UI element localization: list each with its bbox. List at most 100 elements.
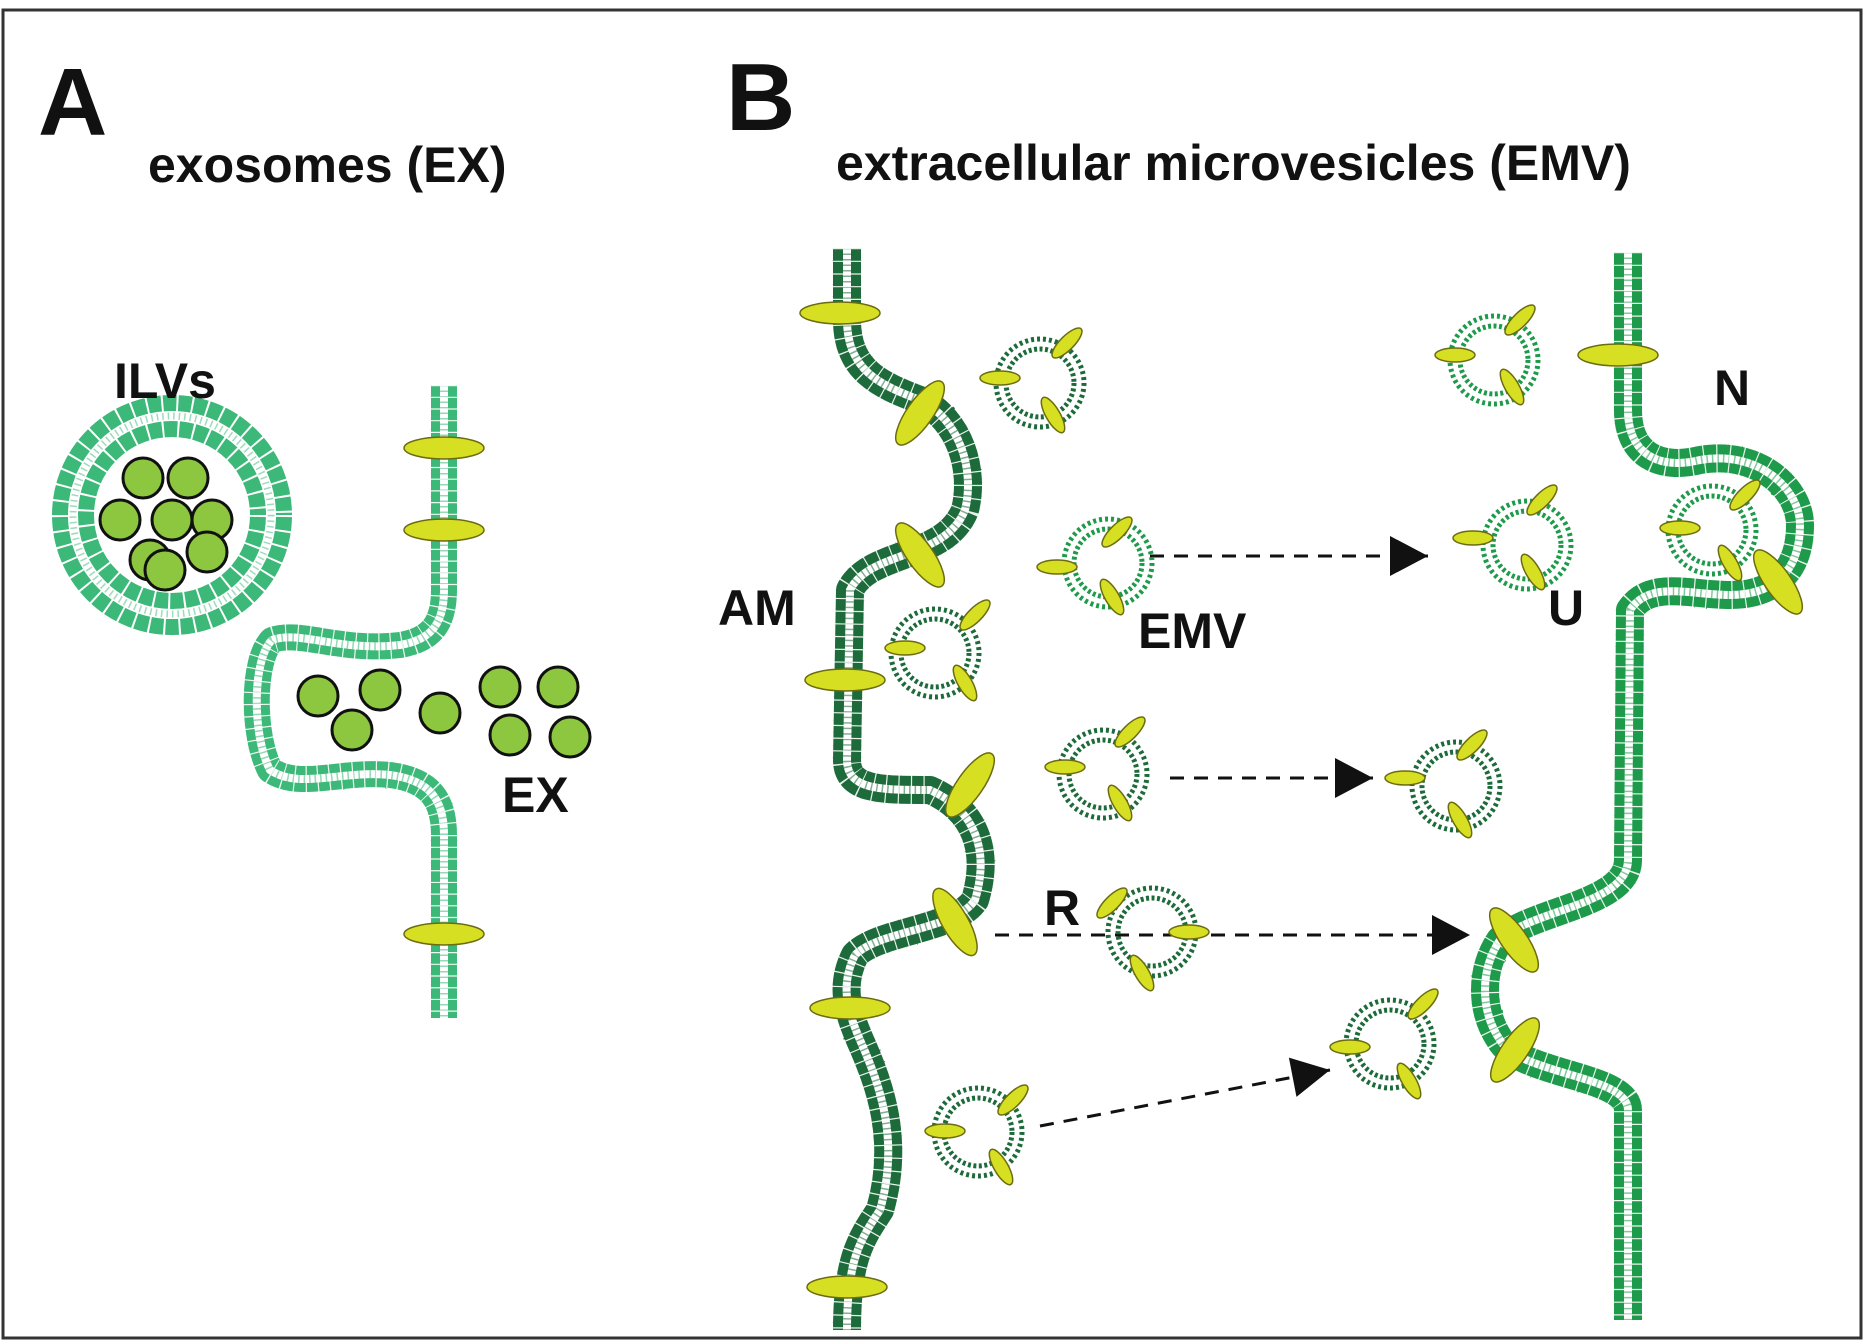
protein-icon	[1407, 988, 1439, 1020]
protein-icon	[1659, 520, 1701, 536]
cargo-layer	[98, 456, 592, 759]
emv-inner-leaflet	[1003, 346, 1077, 420]
emv-inner-leaflet	[1066, 737, 1140, 811]
protein-icon	[809, 996, 891, 1020]
ilv-leaflet-gaps	[51, 394, 293, 636]
label-n: N	[1714, 360, 1750, 416]
panel-a-title: exosomes (EX)	[148, 137, 506, 193]
protein-icon	[1036, 559, 1078, 575]
protein-icon	[403, 436, 485, 460]
protein-icon	[988, 1148, 1014, 1186]
cargo-sphere-icon	[185, 530, 229, 574]
protein-icon	[1452, 530, 1494, 546]
membrane-panel-a-tails	[252, 385, 448, 1018]
cargo-sphere-icon	[150, 498, 194, 542]
arrowhead-icon	[1390, 536, 1428, 576]
membrane-panel-a	[242, 385, 458, 1018]
panel-a-letter: A	[38, 49, 107, 156]
protein-icon	[1040, 396, 1066, 434]
arrows-layer	[995, 536, 1470, 1128]
protein-icon	[894, 380, 946, 446]
proteins-layer	[403, 301, 1804, 1299]
protein-icon	[1044, 759, 1086, 775]
protein-icon	[1504, 304, 1536, 336]
protein-icon	[806, 1275, 888, 1299]
label-emv: EMV	[1138, 603, 1247, 659]
arrowhead-icon	[1335, 758, 1373, 798]
cargo-sphere-icon	[296, 674, 340, 718]
ilv-leaflet-gaps	[77, 420, 267, 610]
ilv-vesicle	[51, 394, 293, 636]
protein-icon	[799, 301, 881, 325]
protein-icon	[1096, 887, 1128, 919]
dashed-arrow-line	[1039, 1068, 1331, 1128]
protein-icon	[884, 640, 926, 656]
cargo-sphere-icon	[166, 456, 210, 500]
ilv-tails	[69, 412, 275, 618]
cargo-sphere-icon	[143, 548, 187, 592]
cargo-sphere-icon	[536, 665, 580, 709]
protein-icon	[1752, 549, 1804, 615]
label-ex: EX	[502, 767, 569, 823]
cargo-sphere-icon	[121, 456, 165, 500]
protein-icon	[924, 1123, 966, 1139]
membrane-am	[831, 248, 996, 1331]
panel-b-letter: B	[726, 44, 795, 151]
protein-icon	[1520, 553, 1546, 591]
emv-inner-leaflet	[1419, 749, 1493, 823]
protein-icon	[944, 752, 996, 818]
cargo-sphere-icon	[418, 691, 462, 735]
protein-icon	[932, 887, 978, 957]
label-r: R	[1044, 880, 1080, 936]
protein-icon	[1499, 368, 1525, 406]
emv-outer-leaflet	[1409, 739, 1503, 833]
label-u: U	[1548, 580, 1584, 636]
membrane-n-tails	[1481, 252, 1804, 1320]
protein-icon	[1717, 544, 1743, 582]
protein-icon	[1456, 729, 1488, 761]
protein-icon	[1051, 327, 1083, 359]
protein-icon	[403, 922, 485, 946]
protein-icon	[1434, 347, 1476, 363]
protein-icon	[1447, 801, 1473, 839]
protein-icon	[979, 370, 1021, 386]
protein-icon	[1489, 1017, 1541, 1083]
cargo-sphere-icon	[548, 715, 592, 759]
protein-icon	[403, 518, 485, 542]
protein-icon	[1107, 784, 1133, 822]
emv-vesicle	[1409, 739, 1503, 833]
protein-icon	[959, 599, 991, 631]
emv-outer-leaflet	[1480, 498, 1574, 592]
membrane-n-band	[1471, 252, 1814, 1320]
protein-icon	[1329, 1039, 1371, 1055]
protein-icon	[804, 668, 886, 692]
protein-icon	[952, 664, 978, 702]
cargo-sphere-icon	[358, 668, 402, 712]
protein-icon	[894, 522, 946, 588]
protein-icon	[1099, 578, 1125, 616]
protein-icon	[1129, 954, 1155, 992]
protein-icon	[1577, 343, 1659, 367]
protein-icon	[1488, 907, 1540, 973]
protein-icon	[997, 1084, 1029, 1116]
cargo-sphere-icon	[330, 708, 374, 752]
protein-icon	[1729, 479, 1761, 511]
arrowhead-icon	[1432, 915, 1470, 955]
cargo-sphere-icon	[98, 498, 142, 542]
protein-icon	[1168, 924, 1210, 940]
cargo-sphere-icon	[488, 713, 532, 757]
arrowhead-icon	[1288, 1057, 1330, 1097]
figure-border	[1, 8, 1863, 1340]
membranes-layer	[242, 248, 1815, 1331]
panel-b-title: extracellular microvesicles (EMV)	[836, 135, 1631, 191]
label-am: AM	[718, 580, 796, 636]
protein-icon	[1384, 770, 1426, 786]
protein-icon	[1101, 516, 1133, 548]
cargo-sphere-icon	[478, 665, 522, 709]
label-ilvs: ILVs	[114, 353, 216, 409]
protein-icon	[1526, 484, 1558, 516]
protein-icon	[1114, 716, 1146, 748]
membrane-n	[1470, 252, 1815, 1320]
